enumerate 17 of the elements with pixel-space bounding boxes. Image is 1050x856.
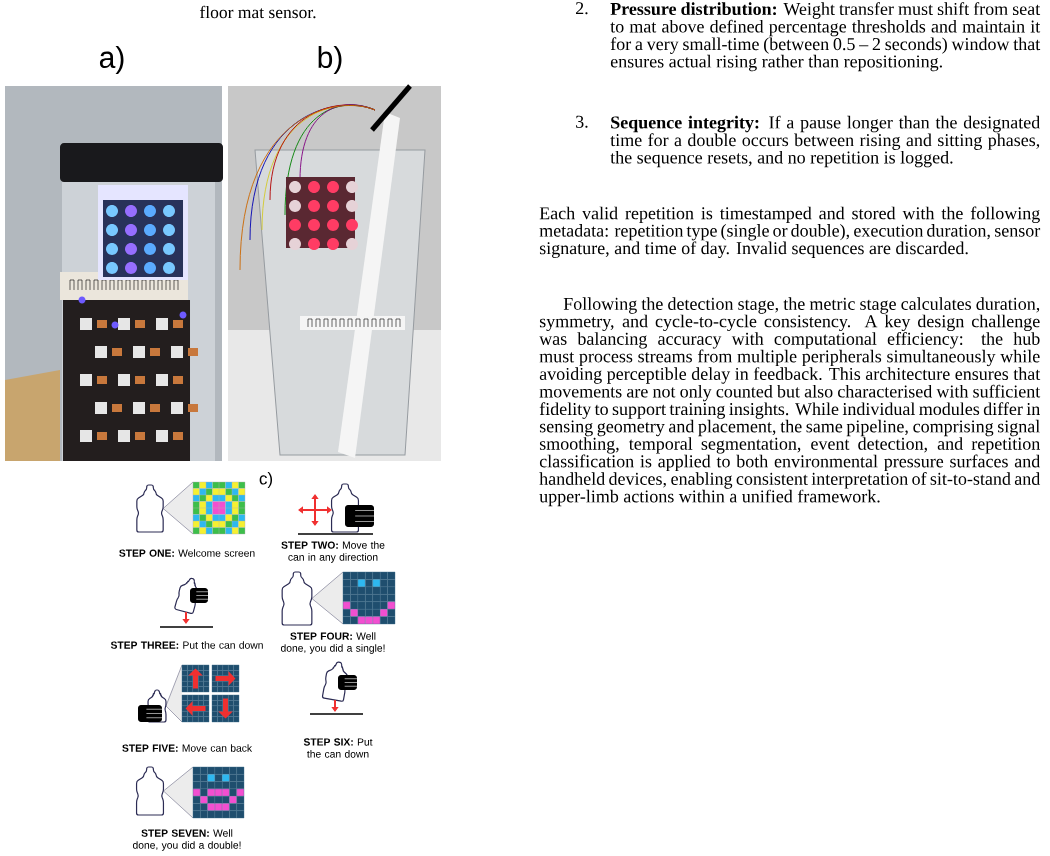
- panel-label: a): [99, 46, 124, 74]
- list-item-text: Pressure distribution: Weight transfer must shift from seat to mat above defined percentage thresholds and maintain it for a very small-time (between 0.5 – 2 seconds) window that ensures actual rising rather than repositioning.: [610, 2, 1041, 72]
- step-caption: STEP FOUR: Well done, you did a single!: [280, 632, 385, 654]
- step-caption: STEP ONE: Welcome screen: [119, 549, 255, 557]
- list-number: 2.: [576, 2, 588, 15]
- panel-label: b): [318, 46, 342, 74]
- step-caption: STEP TWO: Move the can in any direction: [281, 541, 385, 563]
- body-paragraph: Each valid repetition is timestamped and stored with the following metadata: repetition type (single or double), execution duration, sensor signature, and time of day. Invalid sequences are discarded.: [539, 206, 1041, 258]
- step-caption: STEP FIVE: Move can back: [122, 744, 253, 752]
- step-caption: STEP SEVEN: Well done, you did a double!: [132, 829, 241, 851]
- panel-label: c): [259, 472, 273, 488]
- caption-text: floor mat sensor.: [199, 5, 316, 19]
- list-item-text: Sequence integrity: If a pause longer than the designated time for a double occurs between rising and sitting phases, the sequence resets, and no repetition is logged.: [610, 115, 1040, 168]
- body-paragraph: Following the detection stage, the metric stage calculates duration, symmetry, and cycle-to-cycle consistency. A key design challenge was balancing accuracy with computational efficiency: the hub must process streams from multiple peripherals simultaneously while avoiding perceptible delay in feedback. This architecture ensures that movements are not only counted but also characterised with sufficient fidelity to support training insights. While individual modules differ in sensing geometry and placement, the same pipeline, comprising signal smoothing, temporal segmentation, event detection, and repetition classification is applied to both environmental pressure surfaces and handheld devices, enabling consistent interpretation of sit-to-stand and upper-limb actions within a unified framework.: [539, 297, 1041, 507]
- step-caption: STEP THREE: Put the can down: [110, 641, 263, 649]
- list-number: 3.: [576, 115, 588, 128]
- step-caption: STEP SIX: Put the can down: [303, 738, 373, 758]
